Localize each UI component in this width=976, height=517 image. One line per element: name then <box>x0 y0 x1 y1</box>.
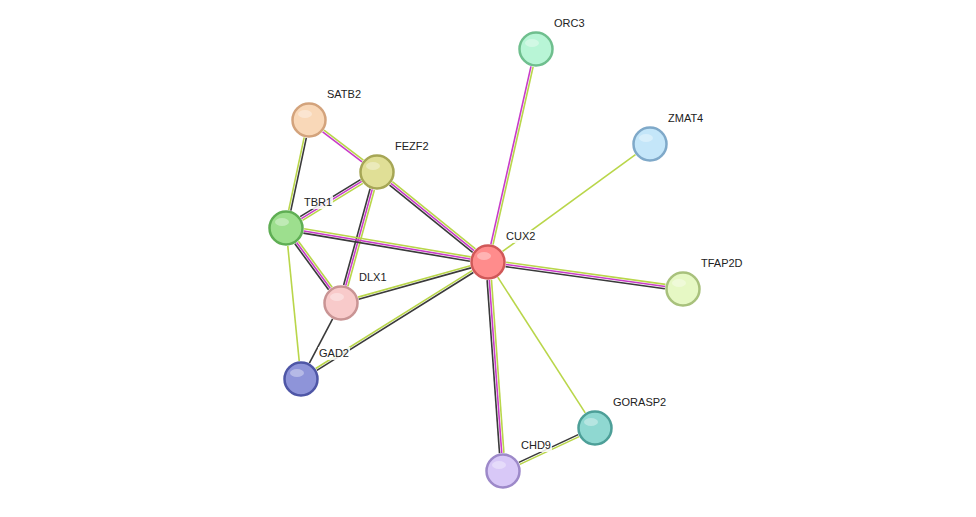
interaction-edge <box>300 180 363 221</box>
node-circle <box>323 285 359 321</box>
node-circle <box>577 410 613 446</box>
node-circle <box>359 154 395 190</box>
node-label: CUX2 <box>505 230 536 243</box>
evidence-line <box>316 271 472 369</box>
protein-node: GAD2 <box>283 361 319 397</box>
node-label: ORC3 <box>553 17 586 30</box>
protein-node: SATB2 <box>291 102 327 138</box>
evidence-line <box>390 185 473 252</box>
evidence-line <box>297 243 331 289</box>
interaction-edge <box>491 66 533 244</box>
node-circle <box>291 102 327 138</box>
protein-node: CHD9 <box>485 453 521 489</box>
interaction-edge <box>288 246 299 361</box>
protein-node: CUX2 <box>470 244 506 280</box>
evidence-line <box>317 272 473 370</box>
evidence-line <box>493 67 533 245</box>
evidence-line <box>506 264 665 286</box>
protein-node: GORASP2 <box>577 410 613 446</box>
node-label: FEZF2 <box>394 140 430 153</box>
node-circle <box>665 271 701 307</box>
evidence-line <box>391 183 474 250</box>
evidence-line <box>288 246 299 361</box>
node-circle <box>518 31 554 67</box>
evidence-line <box>324 130 363 160</box>
interaction-edge <box>487 280 504 453</box>
evidence-line <box>301 181 361 218</box>
node-label: GORASP2 <box>612 396 667 409</box>
protein-node: FEZF2 <box>359 154 395 190</box>
interaction-edge <box>295 241 332 290</box>
evidence-line <box>295 244 329 290</box>
evidence-line <box>498 277 585 413</box>
node-circle <box>632 126 668 162</box>
interaction-edge <box>390 182 476 253</box>
node-label: CHD9 <box>520 439 552 452</box>
protein-node: ZMAT4 <box>632 126 668 162</box>
interaction-edge <box>323 130 364 162</box>
evidence-line <box>304 229 470 257</box>
evidence-line <box>519 435 578 463</box>
interaction-edge <box>519 435 579 465</box>
interaction-edge <box>303 229 470 261</box>
interaction-edge <box>498 277 585 413</box>
protein-node: ORC3 <box>518 31 554 67</box>
protein-node: TFAP2D <box>665 271 701 307</box>
node-label: DLX1 <box>358 271 388 284</box>
node-label: GAD2 <box>318 347 350 360</box>
protein-node: DLX1 <box>323 285 359 321</box>
interaction-edge <box>506 262 666 288</box>
node-label: TFAP2D <box>700 257 744 270</box>
evidence-line <box>300 180 360 217</box>
node-label: ZMAT4 <box>667 112 704 125</box>
node-label: TBR1 <box>303 196 333 209</box>
evidence-line <box>302 183 362 220</box>
node-circle <box>470 244 506 280</box>
evidence-line <box>323 132 362 162</box>
evidence-line <box>487 280 499 453</box>
node-circle <box>283 361 319 397</box>
evidence-line <box>298 241 332 287</box>
evidence-line <box>503 155 636 252</box>
node-circle <box>268 210 304 246</box>
interaction-edge <box>316 271 474 371</box>
node-label: SATB2 <box>326 88 362 101</box>
evidence-line <box>506 267 665 289</box>
node-circle <box>485 453 521 489</box>
evidence-line <box>392 182 475 249</box>
evidence-line <box>491 66 531 244</box>
evidence-line <box>304 231 470 259</box>
evidence-line <box>489 280 501 453</box>
interaction-edge <box>503 155 636 252</box>
evidence-line <box>506 262 665 284</box>
evidence-line <box>289 137 305 210</box>
protein-node: TBR1 <box>268 210 304 246</box>
evidence-line <box>303 233 469 261</box>
evidence-line <box>520 437 579 465</box>
